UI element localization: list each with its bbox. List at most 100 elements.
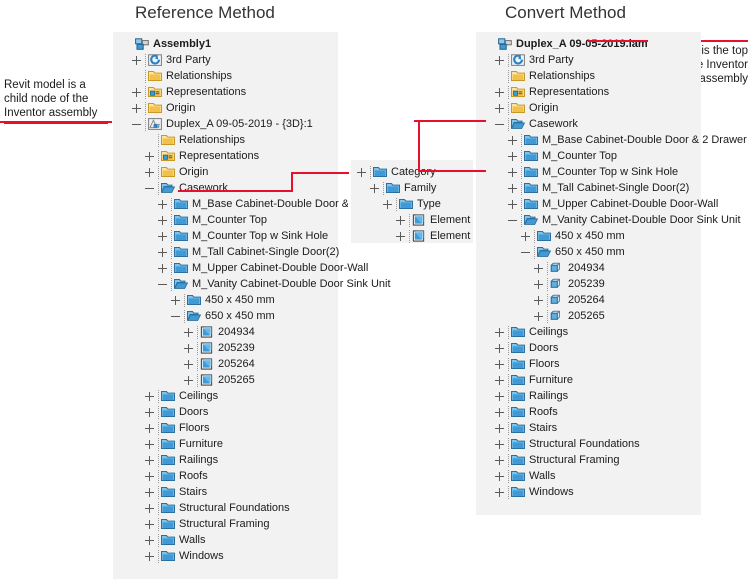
tree-node[interactable]: Floors bbox=[113, 420, 338, 436]
expand-plus-icon[interactable] bbox=[169, 294, 182, 307]
expand-plus-icon[interactable] bbox=[130, 54, 143, 67]
expand-plus-icon[interactable] bbox=[394, 214, 407, 227]
tree-node[interactable]: M_Vanity Cabinet-Double Door Sink Unit bbox=[113, 276, 391, 292]
tree-node[interactable]: 205239 bbox=[476, 276, 701, 292]
expand-plus-icon[interactable] bbox=[519, 230, 532, 243]
tree-node[interactable]: Representations bbox=[113, 148, 338, 164]
expand-plus-icon[interactable] bbox=[156, 214, 169, 227]
tree-node[interactable]: Walls bbox=[113, 532, 338, 548]
expand-plus-icon[interactable] bbox=[143, 150, 156, 163]
collapse-minus-icon[interactable] bbox=[143, 182, 156, 195]
tree-node[interactable]: Railings bbox=[476, 388, 701, 404]
collapse-minus-icon[interactable] bbox=[156, 278, 169, 291]
tree-node[interactable]: 205264 bbox=[476, 292, 701, 308]
tree-node[interactable]: M_Tall Cabinet-Single Door(2) bbox=[113, 244, 339, 260]
tree-node[interactable]: Element 2 bbox=[351, 228, 486, 244]
expand-plus-icon[interactable] bbox=[143, 470, 156, 483]
tree-node[interactable]: Windows bbox=[113, 548, 338, 564]
tree-node[interactable]: Railings bbox=[113, 452, 338, 468]
expand-plus-icon[interactable] bbox=[182, 342, 195, 355]
tree-node[interactable]: 650 x 450 mm bbox=[476, 244, 701, 260]
tree-node[interactable]: Duplex_A 09-05-2019.iam bbox=[476, 36, 701, 52]
tree-node[interactable]: Relationships bbox=[113, 68, 338, 84]
expand-plus-icon[interactable] bbox=[156, 246, 169, 259]
tree-node[interactable]: Furniture bbox=[476, 372, 701, 388]
tree-node[interactable]: Family bbox=[351, 180, 486, 196]
tree-node[interactable]: Roofs bbox=[476, 404, 701, 420]
expand-plus-icon[interactable] bbox=[532, 262, 545, 275]
expand-plus-icon[interactable] bbox=[493, 406, 506, 419]
expand-plus-icon[interactable] bbox=[182, 374, 195, 387]
tree-node[interactable]: Roofs bbox=[113, 468, 338, 484]
tree-node[interactable]: Furniture bbox=[113, 436, 338, 452]
expand-plus-icon[interactable] bbox=[143, 518, 156, 531]
expand-plus-icon[interactable] bbox=[532, 310, 545, 323]
tree-node[interactable]: M_Counter Top bbox=[476, 148, 701, 164]
expand-plus-icon[interactable] bbox=[143, 422, 156, 435]
tree-node[interactable]: 205239 bbox=[113, 340, 338, 356]
tree-node[interactable]: Structural Framing bbox=[113, 516, 338, 532]
expand-plus-icon[interactable] bbox=[143, 550, 156, 563]
expand-plus-icon[interactable] bbox=[143, 502, 156, 515]
expand-plus-icon[interactable] bbox=[381, 198, 394, 211]
tree-node[interactable]: 450 x 450 mm bbox=[476, 228, 701, 244]
expand-plus-icon[interactable] bbox=[493, 54, 506, 67]
tree-node[interactable]: Stairs bbox=[476, 420, 701, 436]
expand-plus-icon[interactable] bbox=[493, 358, 506, 371]
tree-node[interactable]: Duplex_A 09-05-2019 - {3D}:1 bbox=[113, 116, 338, 132]
tree-node[interactable]: M_Vanity Cabinet-Double Door Sink Unit bbox=[476, 212, 741, 228]
expand-plus-icon[interactable] bbox=[493, 486, 506, 499]
expand-plus-icon[interactable] bbox=[506, 182, 519, 195]
tree-node[interactable]: Representations bbox=[476, 84, 701, 100]
tree-node[interactable]: Ceilings bbox=[476, 324, 701, 340]
expand-plus-icon[interactable] bbox=[532, 278, 545, 291]
tree-node[interactable]: Origin bbox=[476, 100, 701, 116]
tree-node[interactable]: Structural Framing bbox=[476, 452, 701, 468]
expand-plus-icon[interactable] bbox=[182, 326, 195, 339]
tree-node[interactable]: M_Tall Cabinet-Single Door(2) bbox=[476, 180, 701, 196]
expand-plus-icon[interactable] bbox=[368, 182, 381, 195]
expand-plus-icon[interactable] bbox=[493, 374, 506, 387]
tree-node[interactable]: Origin bbox=[113, 164, 338, 180]
expand-plus-icon[interactable] bbox=[506, 166, 519, 179]
tree-node[interactable]: 205265 bbox=[113, 372, 338, 388]
tree-node[interactable]: M_Counter Top bbox=[113, 212, 338, 228]
collapse-minus-icon[interactable] bbox=[169, 310, 182, 323]
expand-plus-icon[interactable] bbox=[493, 454, 506, 467]
expand-plus-icon[interactable] bbox=[506, 134, 519, 147]
tree-node[interactable]: Origin bbox=[113, 100, 338, 116]
tree-node[interactable]: 3rd Party bbox=[113, 52, 338, 68]
tree-node[interactable]: Category bbox=[351, 164, 486, 180]
tree-node[interactable]: Stairs bbox=[113, 484, 338, 500]
tree-node[interactable]: 450 x 450 mm bbox=[113, 292, 338, 308]
tree-node[interactable]: Windows bbox=[476, 484, 701, 500]
expand-plus-icon[interactable] bbox=[355, 166, 368, 179]
tree-node[interactable]: Floors bbox=[476, 356, 701, 372]
tree-node[interactable]: 205265 bbox=[476, 308, 701, 324]
expand-plus-icon[interactable] bbox=[493, 342, 506, 355]
expand-plus-icon[interactable] bbox=[143, 406, 156, 419]
expand-plus-icon[interactable] bbox=[493, 102, 506, 115]
expand-plus-icon[interactable] bbox=[130, 102, 143, 115]
expand-plus-icon[interactable] bbox=[493, 86, 506, 99]
tree-node[interactable]: Structural Foundations bbox=[476, 436, 701, 452]
tree-node[interactable]: Assembly1 bbox=[113, 36, 338, 52]
tree-node[interactable]: M_Counter Top w Sink Hole bbox=[113, 228, 338, 244]
expand-plus-icon[interactable] bbox=[493, 326, 506, 339]
expand-plus-icon[interactable] bbox=[493, 438, 506, 451]
tree-node[interactable]: M_Upper Cabinet-Double Door-Wall bbox=[113, 260, 368, 276]
expand-plus-icon[interactable] bbox=[156, 230, 169, 243]
expand-plus-icon[interactable] bbox=[506, 198, 519, 211]
tree-node[interactable]: 204934 bbox=[113, 324, 338, 340]
expand-plus-icon[interactable] bbox=[394, 230, 407, 243]
expand-plus-icon[interactable] bbox=[143, 534, 156, 547]
tree-node[interactable]: Relationships bbox=[113, 132, 338, 148]
collapse-minus-icon[interactable] bbox=[519, 246, 532, 259]
expand-plus-icon[interactable] bbox=[156, 262, 169, 275]
tree-node[interactable]: M_Counter Top w Sink Hole bbox=[476, 164, 701, 180]
expand-plus-icon[interactable] bbox=[143, 454, 156, 467]
tree-node[interactable]: M_Upper Cabinet-Double Door-Wall bbox=[476, 196, 718, 212]
